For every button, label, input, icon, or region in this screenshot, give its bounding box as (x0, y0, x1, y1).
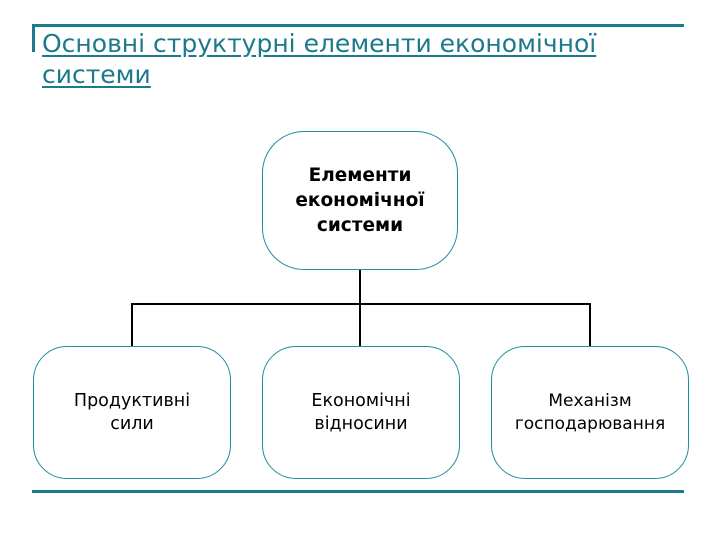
node-productive-forces: Продуктивні сили (33, 346, 231, 479)
node-economic-relations: Економічні відносини (262, 346, 460, 479)
connector-branch-center (359, 303, 361, 347)
top-divider (32, 24, 684, 27)
connector-root-stem (359, 270, 361, 304)
page-title: Основні структурні елементи економічної … (42, 29, 597, 89)
node-productive-forces-label: Продуктивні сили (73, 390, 191, 434)
node-management-mechanism-label: Механізм господарювання (514, 390, 666, 434)
node-management-mechanism: Механізм господарювання (491, 346, 689, 479)
connector-branch-left (131, 303, 133, 347)
node-root-label: Елементи економічної системи (295, 165, 425, 236)
node-root: Елементи економічної системи (262, 131, 458, 270)
left-accent-bar (32, 24, 35, 52)
connector-branch-right (589, 303, 591, 347)
bottom-divider (32, 490, 684, 493)
node-economic-relations-label: Економічні відносини (311, 390, 411, 434)
